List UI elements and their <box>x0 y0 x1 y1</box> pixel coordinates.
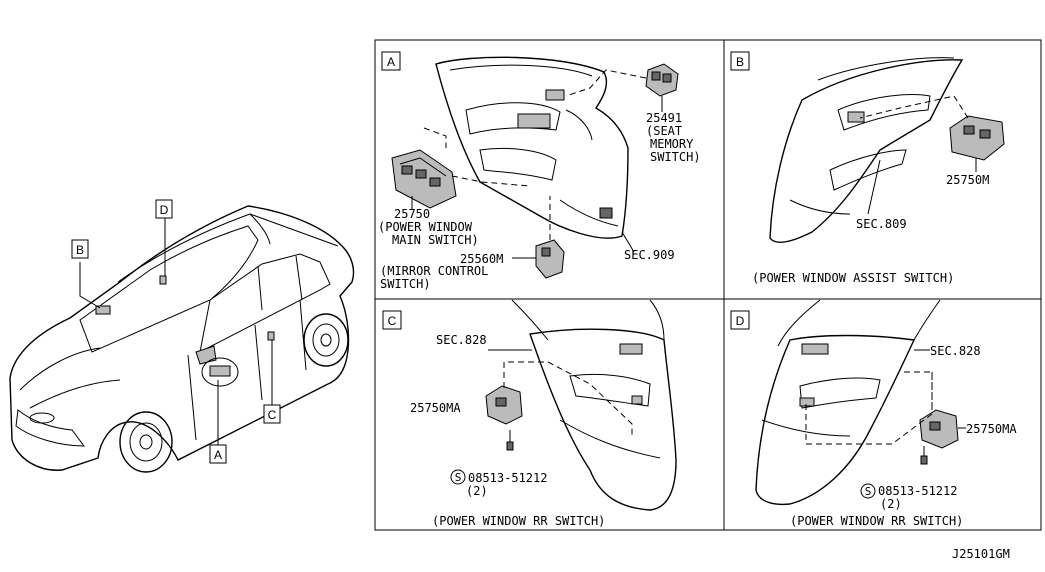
panel-b-section: SEC.809 <box>856 217 907 231</box>
svg-text:A: A <box>214 448 222 462</box>
screw-qty-c: (2) <box>466 484 488 498</box>
panel-a: A 25491 (SEAT MEMORY <box>378 51 701 291</box>
part-number-25491: 25491 <box>646 111 682 125</box>
svg-text:D: D <box>160 203 169 217</box>
part-number-25750m: 25750M <box>946 173 989 187</box>
part-number-25560m: 25560M <box>460 252 503 266</box>
part-number-25750: 25750 <box>394 207 430 221</box>
panel-b-caption: (POWER WINDOW ASSIST SWITCH) <box>752 271 954 285</box>
mirror-desc-1: (MIRROR CONTROL <box>380 264 488 278</box>
screw-symbol-c: S <box>455 471 462 484</box>
screw-qty-d: (2) <box>880 497 902 511</box>
panel-d: D SEC.828 25750MA S 08513-51212 (2) (POW… <box>730 299 1017 528</box>
assist-door-trim <box>769 59 964 243</box>
svg-text:C: C <box>268 408 277 422</box>
diagram-id: J25101GM <box>952 547 1010 561</box>
screw-number-d: 08513-51212 <box>878 484 957 498</box>
panel-a-letter: A <box>387 55 395 69</box>
rear-door-trim-d <box>755 334 916 506</box>
vehicle-illustration <box>9 205 355 473</box>
part-number-25750ma-d: 25750MA <box>966 422 1017 436</box>
callout-d: D <box>155 199 173 219</box>
panel-d-section: SEC.828 <box>930 344 981 358</box>
seat-memory-switch-part <box>645 63 679 97</box>
main-switch-desc-1: (POWER WINDOW <box>378 220 473 234</box>
panel-c-caption: (POWER WINDOW RR SWITCH) <box>432 514 605 528</box>
panel-c: C SEC.828 25750MA S 08513-51212 (2) (POW… <box>382 299 677 528</box>
seat-memory-desc-1: (SEAT <box>646 124 682 138</box>
callout-b: B <box>71 239 89 259</box>
panel-grid <box>374 39 1042 531</box>
panel-b-letter: B <box>736 55 744 69</box>
screw-number-c: 08513-51212 <box>468 471 547 485</box>
mirror-control-switch-part <box>535 239 565 279</box>
screw-symbol-d: S <box>865 485 872 498</box>
panel-c-letter: C <box>388 314 397 328</box>
panel-d-letter: D <box>736 314 745 328</box>
mirror-desc-2: SWITCH) <box>380 277 431 291</box>
power-window-assist-switch-part <box>949 115 1005 161</box>
seat-memory-desc-2: MEMORY <box>650 137 694 151</box>
part-number-25750ma-c: 25750MA <box>410 401 461 415</box>
callout-c: C <box>263 404 281 424</box>
callout-a: A <box>209 444 227 464</box>
front-door-trim <box>435 56 629 239</box>
seat-memory-desc-3: SWITCH) <box>650 150 701 164</box>
power-window-main-switch-part <box>391 149 457 209</box>
svg-text:B: B <box>76 243 84 257</box>
rear-door-trim-c <box>529 328 677 511</box>
panel-d-caption: (POWER WINDOW RR SWITCH) <box>790 514 963 528</box>
panel-a-section: SEC.909 <box>624 248 675 262</box>
main-switch-desc-2: MAIN SWITCH) <box>392 233 479 247</box>
panel-c-section: SEC.828 <box>436 333 487 347</box>
panel-b: B 25750M SEC.809 (POWER WINDOW ASSIST SW… <box>730 51 1005 285</box>
